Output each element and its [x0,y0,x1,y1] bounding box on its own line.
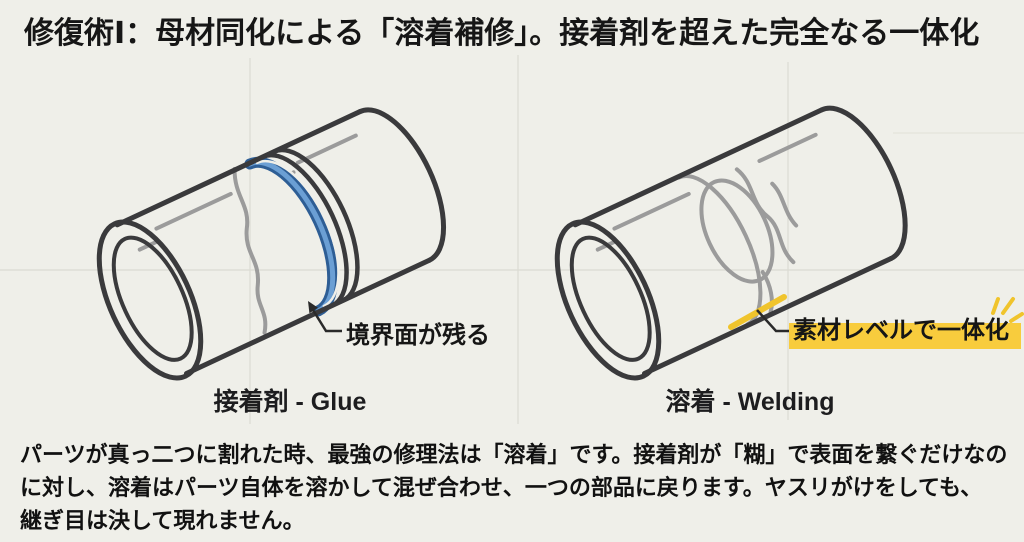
pipe-top-edge [572,107,825,228]
annotation-arrow [308,301,342,333]
glue-outline [96,107,447,381]
ghost-bottom-arc [760,270,774,315]
pipe-mouth-inner [569,235,652,362]
pipe-mouth-outer [554,219,662,381]
welding-annotation: 素材レベルで一体化 [793,317,1009,344]
pipe-end-cap [819,105,908,262]
arrow-line [311,309,342,333]
reflection-line [154,191,233,231]
ghost-seam-arc [676,174,763,327]
pipe-bottom-edge [641,256,894,376]
ghost-crack-short [770,181,799,228]
description-line-3: 継ぎ目は決して現れません。 [20,508,305,533]
glue-caption: 接着剤 - Glue [213,388,367,416]
arrow-head [308,301,318,314]
seam-rim-1 [260,152,349,308]
glue-cylinder [96,107,447,381]
description: パーツが真っ二つに割れた時、最強の修理法は「溶着」です。接着剤が「糊」で表面を繋… [20,438,1007,537]
pipe-mouth-outer [96,219,204,381]
pipe-bottom-edge [183,257,432,376]
highlight-marker [789,323,1021,349]
description-line-2: に対し、溶着はパーツ自体を溶かして混ぜ合わせ、一つの部品に戻ります。ヤスリがけを… [20,475,983,500]
glue-seam-gap [255,159,340,308]
seam-rim-2 [271,147,360,303]
reflection-line [295,133,358,165]
ghost-crack-line [734,167,796,265]
annotation-connector [756,309,789,333]
pipe-mouth-inner [111,235,194,362]
welding-caption: 溶着 - Welding [665,388,835,416]
sparkle-line [991,297,1000,315]
ghost-seam-ring [699,178,775,284]
pipe-end-cap [357,107,447,263]
pipe-top-edge [114,109,363,228]
welding-outline [554,105,908,381]
reflection-line [757,132,818,163]
reflection-line [612,191,691,231]
sparkle-marks [991,297,1024,323]
sparkle-line [1001,297,1015,315]
crack-line [232,166,268,335]
description-line-1: パーツが真っ二つに割れた時、最強の修理法は「溶着」です。接着剤が「糊」で表面を繋… [20,442,1008,467]
glue-annotation: 境界面が残る [346,322,490,349]
page-title: 修復術Ⅰ：母材同化による「溶着補修」。接着剤を超えた完全なる一体化 [24,17,980,50]
sparkle-line [1009,312,1024,323]
